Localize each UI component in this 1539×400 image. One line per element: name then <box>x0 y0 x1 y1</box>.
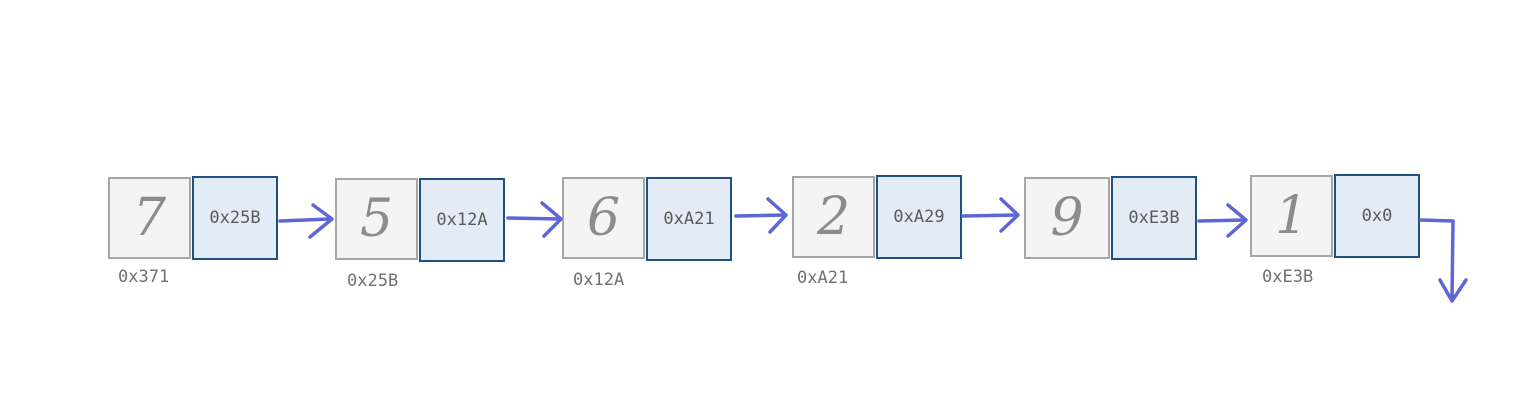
arrow-2 <box>506 201 563 238</box>
node-address: 0x12A <box>573 270 625 290</box>
arrow-null <box>1419 218 1468 303</box>
node-value: 5 <box>335 178 418 260</box>
arrow-5 <box>1197 203 1248 238</box>
node-address: 0xE3B <box>1262 267 1314 287</box>
node-value: 2 <box>792 176 875 258</box>
node-value: 6 <box>562 177 645 259</box>
node-address: 0xA21 <box>797 268 849 288</box>
node-value: 1 <box>1250 175 1333 257</box>
node-next-pointer: 0x0 <box>1334 174 1420 258</box>
node-next-pointer: 0xA29 <box>876 175 962 259</box>
node-next-pointer: 0xE3B <box>1111 176 1197 260</box>
node-address: 0x371 <box>118 267 170 287</box>
node-address: 0x25B <box>347 271 399 291</box>
node-value: 7 <box>108 177 191 259</box>
node-next-pointer: 0x12A <box>419 178 505 262</box>
node-next-pointer: 0xA21 <box>646 177 732 261</box>
node-value: 9 <box>1024 177 1110 259</box>
node-next-pointer: 0x25B <box>192 176 278 260</box>
arrow-3 <box>734 197 788 234</box>
arrow-4 <box>961 197 1020 233</box>
arrow-1 <box>278 203 334 239</box>
